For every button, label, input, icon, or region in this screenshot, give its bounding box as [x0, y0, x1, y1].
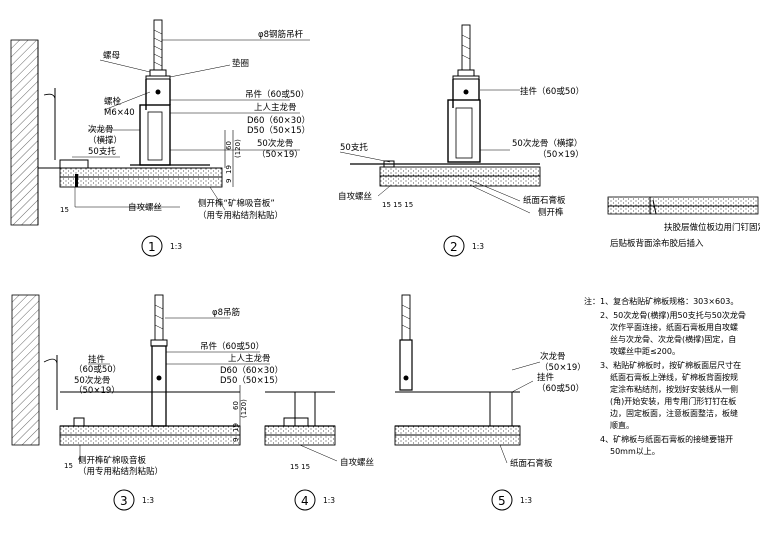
note-2-1: 2、50次龙骨(横撑)用50支托与50次龙骨 — [600, 310, 746, 320]
label-board: 纸面石膏板 — [510, 458, 553, 469]
detail-3: 60 (120) 9 19 15 φ8吊筋 挂件 （60或50） 50次龙骨 （… — [11, 294, 283, 511]
dim-60: 60 — [225, 141, 233, 150]
label-keel-size: （50×19） — [74, 385, 120, 396]
detail-scale: 1:3 — [142, 496, 154, 505]
detail-scale: 1:3 — [323, 496, 335, 505]
main-keel — [151, 345, 167, 427]
label-main: 上人主龙骨 — [228, 353, 271, 364]
label-d60: D60（60×30） — [247, 115, 310, 126]
detail-4: 15 15 自攻螺丝 4 1:3 — [264, 391, 375, 511]
label-hanger: 挂件 — [537, 372, 555, 383]
note-2-3: 丝与次龙骨、次龙骨(横撑)固定，自 — [610, 334, 736, 344]
note-3-2: 纸面石膏板上弹线，矿棉板背面按规 — [610, 372, 738, 382]
note-2-2: 次作平面连接，纸面石膏板用自攻螺 — [610, 322, 738, 332]
detail-number: 4 — [301, 494, 309, 508]
detail-number: 2 — [450, 240, 458, 254]
dims: 15 15 15 — [382, 201, 413, 209]
dim-9: 9 — [232, 438, 240, 442]
label-keel: 50次龙骨（横撑） — [512, 138, 582, 149]
label-keel-size: （50×19） — [538, 149, 584, 160]
label-sec-keel-sub: （横撑） — [88, 135, 122, 146]
label-keel: 50次龙骨 — [74, 375, 110, 386]
label-screw: 自攻螺丝 — [340, 457, 375, 468]
label-glue: 侧开榫矿棉吸音板 — [78, 455, 147, 466]
label-hanger: 吊件（60或50） — [245, 89, 309, 100]
detail-2: 挂件（60或50） 50支托 50次龙骨（横撑） （50×19） 自攻螺丝 15… — [338, 24, 584, 257]
label-rod: φ8吊筋 — [212, 307, 240, 318]
label-sec-keel: 次龙骨 — [88, 124, 114, 135]
label-keel50: 50次龙骨 — [257, 138, 293, 149]
label-screw: 自攻螺丝 — [338, 191, 373, 202]
note-4-2: 50mm以上。 — [610, 447, 660, 456]
dim-19: 19 — [225, 165, 233, 174]
washer — [145, 75, 171, 80]
label-d50: D50（50×15） — [220, 375, 283, 386]
label-hanger-size: （60或50） — [537, 383, 584, 394]
main-keel — [447, 99, 481, 163]
label-bolt: 螺栓 — [104, 96, 122, 107]
note-head: 注：1、复合粘贴矿棉板规格：303×603。 — [584, 296, 738, 306]
label-washer: 垫圈 — [232, 58, 249, 69]
detail-1: 60 (120) 9 19 15 φ8钢筋吊杆 螺母 垫圈 螺栓 M6×40 吊… — [10, 19, 310, 257]
label-screw: 自攻螺丝 — [128, 202, 163, 213]
notes: 注：1、复合粘贴矿棉板规格：303×603。 2、50次龙骨(横撑)用50支托与… — [584, 296, 746, 456]
label-side-glue-sub: （用专用粘结剂粘贴） — [198, 210, 283, 221]
dim-120: (120) — [234, 139, 242, 158]
dim-60: 60 — [232, 401, 240, 410]
label-hanger-size: （60或50） — [74, 364, 121, 375]
note-2-4: 攻螺丝中距≤200。 — [610, 346, 680, 356]
label-bracket: 50支托 — [88, 146, 116, 157]
detail-scale: 1:3 — [170, 242, 182, 251]
detail-number: 1 — [148, 240, 156, 254]
label-hanger: 挂件（60或50） — [520, 86, 584, 97]
side-text-2: 后贴板背面涂布胶后插入 — [610, 238, 704, 249]
note-3-6: 顺直。 — [610, 420, 634, 430]
dim-15: 15 — [64, 462, 73, 470]
note-3-3: 定涂布粘结剂，按划好安装线从一侧 — [610, 384, 738, 394]
label-glue-sub: （用专用粘结剂粘贴） — [78, 466, 163, 477]
label-board: 纸面石膏板 — [523, 195, 566, 206]
label-hang: 吊件（60或50） — [200, 341, 264, 352]
detail-scale: 1:3 — [520, 496, 532, 505]
note-4-1: 4、矿棉板与纸面石膏板的接缝要错开 — [600, 434, 733, 444]
note-3-4: (角)开始安装，用专用门形钉钉在板 — [610, 396, 736, 406]
detail-scale: 1:3 — [472, 242, 484, 251]
label-rod: φ8钢筋吊杆 — [258, 29, 304, 40]
detail-number: 3 — [120, 494, 128, 508]
note-3-5: 边，固定板面，注意板面整洁，板缝 — [610, 408, 738, 418]
main-keel — [139, 104, 171, 166]
dim-120: (120) — [240, 399, 248, 418]
label-main-keel: 上人主龙骨 — [254, 102, 297, 113]
side-detail: 扶胶层做位板边用门钉固定 后贴板背面涂布胶后插入 — [607, 196, 760, 249]
mineral-board — [59, 176, 223, 188]
label-d50: D50（50×15） — [247, 125, 310, 136]
label-nut: 螺母 — [103, 50, 120, 61]
detail-5: 次龙骨 （50×19） 挂件 （60或50） 纸面石膏板 5 1:3 — [394, 294, 586, 511]
label-bolt-size: M6×40 — [104, 108, 135, 118]
label-keel: 次龙骨 — [540, 351, 566, 362]
label-side-glue: 侧开榫“矿棉吸音板” — [198, 198, 275, 209]
dim-19: 19 — [232, 423, 240, 432]
side-text-1: 扶胶层做位板边用门钉固定 — [664, 222, 760, 233]
detail-number-circle — [141, 235, 163, 257]
gypsum-board — [59, 167, 223, 178]
label-hanger: 挂件 — [88, 354, 106, 365]
wall-hatch — [10, 39, 39, 226]
note-3-1: 3、粘贴矿棉板时，按矿棉板面层尺寸在 — [600, 360, 741, 370]
label-d60: D60（60×30） — [220, 365, 283, 376]
nut — [149, 69, 167, 77]
dim-15: 15 — [60, 206, 69, 214]
label-bracket: 50支托 — [340, 142, 368, 153]
detail-number: 5 — [498, 494, 506, 508]
dims: 15 15 — [290, 463, 310, 471]
label-keel50-size: （50×19） — [257, 149, 303, 160]
dim-9: 9 — [225, 179, 233, 183]
label-keel-size: （50×19） — [540, 362, 586, 373]
label-tenon: 侧开榫 — [538, 207, 564, 218]
